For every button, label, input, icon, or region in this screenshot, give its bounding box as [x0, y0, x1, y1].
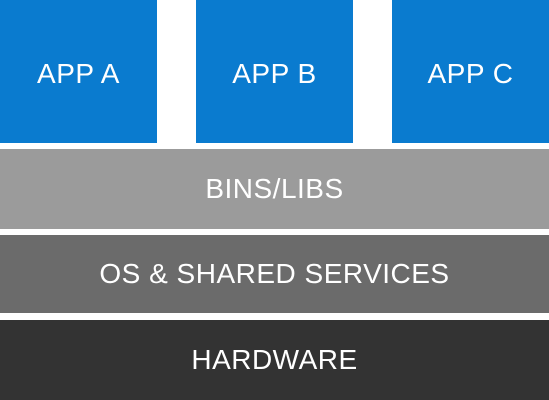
app-c-block: APP C [392, 0, 549, 143]
os-shared-services-label: OS & SHARED SERVICES [99, 258, 450, 289]
bins-libs-layer: BINS/LIBS [0, 149, 549, 229]
hardware-layer: HARDWARE [0, 320, 549, 400]
hardware-label: HARDWARE [191, 344, 358, 375]
bins-libs-label: BINS/LIBS [205, 173, 344, 204]
os-shared-services-layer: OS & SHARED SERVICES [0, 235, 549, 313]
app-b-block: APP B [196, 0, 353, 143]
app-a-block: APP A [0, 0, 157, 143]
app-c-label: APP C [427, 57, 514, 89]
app-b-label: APP B [232, 57, 317, 89]
app-a-label: APP A [37, 57, 120, 89]
